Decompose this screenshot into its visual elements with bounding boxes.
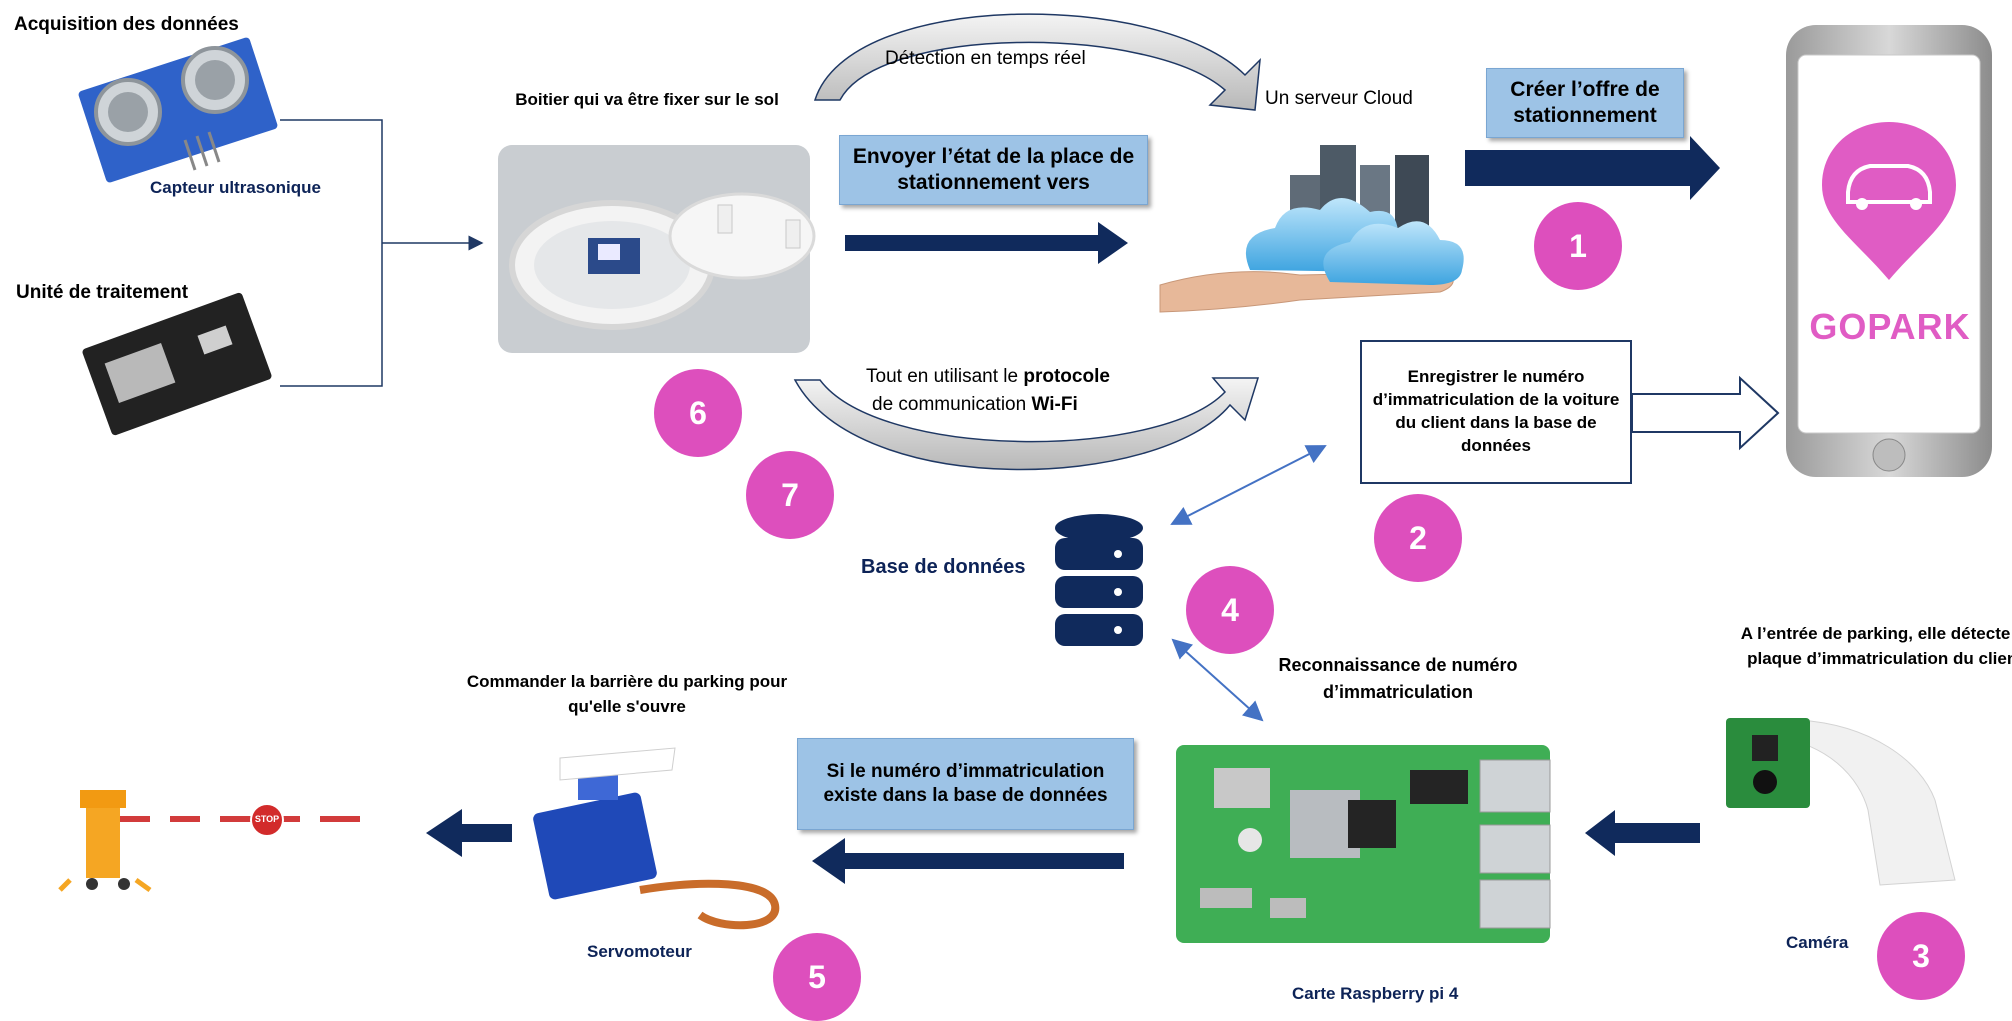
database-icon [1055,514,1143,646]
parking-barrier-image [58,790,360,893]
step-4-badge: 4 [1186,566,1274,654]
arrow-enregistrer-to-phone [1631,375,1780,451]
step-5-badge: 5 [773,933,861,1021]
step-2-badge: 2 [1374,494,1462,582]
arrow-cloud-to-phone [1465,136,1720,200]
box-enregistrer: Enregistrer le numéro d’immatriculation … [1360,340,1632,484]
label-unite: Unité de traitement [16,282,189,303]
label-reconnaissance: Reconnaissance de numéro d’immatriculati… [1278,655,1518,702]
stop-sign-text: STOP [254,814,280,824]
label-protocole-line1: Tout en utilisant le protocole [866,366,1110,388]
label-base-donnees: Base de données [861,556,1026,578]
servo-motor-image [533,747,780,930]
label-boitier: Boitier qui va être fixer sur le sol [515,90,779,109]
label-protocole-line2: de communication Wi-Fi [872,394,1078,416]
app-name: GOPARK [1809,306,1971,347]
curved-arrow-bottom [793,377,1260,471]
label-raspberry: Carte Raspberry pi 4 [1292,984,1459,1003]
esp32-board-image [82,292,272,436]
curved-arrow-top [813,13,1261,111]
label-capteur: Capteur ultrasonique [150,178,321,197]
label-detection: Détection en temps réel [885,48,1086,69]
communication-text: de communication [872,394,1032,415]
camera-module-image [1726,718,1956,886]
link-db-enregistrer [1170,445,1327,525]
wifi-bold: Wi-Fi [1031,394,1078,415]
arrow-raspberry-to-servo [812,838,1124,884]
boitier-photo [498,145,816,353]
box-envoyer: Envoyer l’état de la place de stationnem… [839,135,1148,205]
arrow-servo-to-barrier [426,809,512,857]
protocole-bold: protocole [1023,366,1110,387]
step-3-badge: 3 [1877,912,1965,1000]
step-6-badge: 6 [654,369,742,457]
raspberry-pi-image [1176,745,1551,943]
cloud-server-image [1159,145,1464,313]
box-si-numero: Si le numéro d’immatriculation existe da… [797,738,1134,830]
box-creer: Créer l’offre de stationnement [1486,68,1684,138]
ultrasonic-sensor-image [78,37,278,183]
protocole-text: Tout en utilisant le [866,366,1024,387]
label-serveur: Un serveur Cloud [1265,88,1413,109]
label-commander: Commander la barrière du parking pour qu… [466,672,788,716]
arrow-camera-to-raspberry [1585,810,1700,856]
gopark-logo-icon [1822,122,1956,280]
label-camera: Caméra [1786,933,1849,952]
sensor-connector-lines [280,119,484,387]
label-acquisition: Acquisition des données [14,14,239,35]
label-entree: A l’entrée de parking, elle détecte la p… [1740,624,2012,668]
arrow-box-to-cloud [845,222,1128,264]
step-1-badge: 1 [1534,202,1622,290]
link-db-raspberry [1171,638,1264,722]
step-7-badge: 7 [746,451,834,539]
label-servomoteur: Servomoteur [587,942,692,961]
